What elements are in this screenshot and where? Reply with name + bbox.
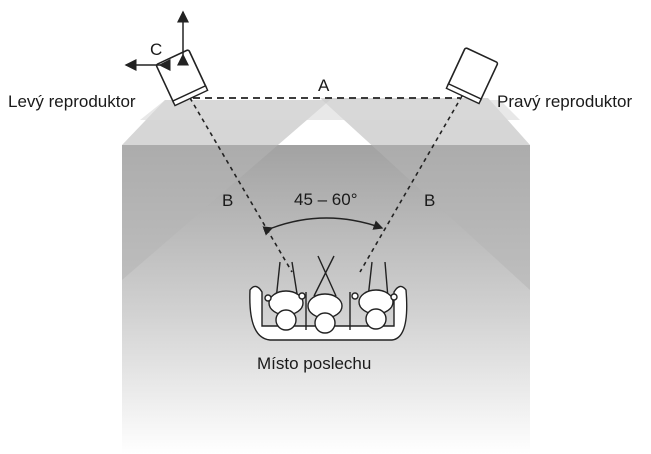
right-speaker-label: Pravý reproduktor [497, 92, 633, 111]
angle-arc [262, 217, 384, 236]
distance-label-b-right: B [424, 191, 436, 210]
distance-line-b-right [359, 95, 463, 273]
listeners-on-sofa-icon [249, 255, 408, 341]
angle-label: 45 – 60° [294, 190, 358, 209]
left-speaker-label: Levý reproduktor [8, 92, 136, 111]
distance-label-a: A [318, 76, 330, 95]
distance-line-b-left [189, 97, 293, 273]
adjust-arrows-icon [124, 10, 189, 71]
adjust-label-c: C [150, 40, 163, 59]
distance-label-b-left: B [222, 191, 234, 210]
listening-position-label: Místo poslechu [257, 354, 372, 373]
right-speaker-icon [445, 47, 499, 105]
room-floor [122, 98, 530, 454]
